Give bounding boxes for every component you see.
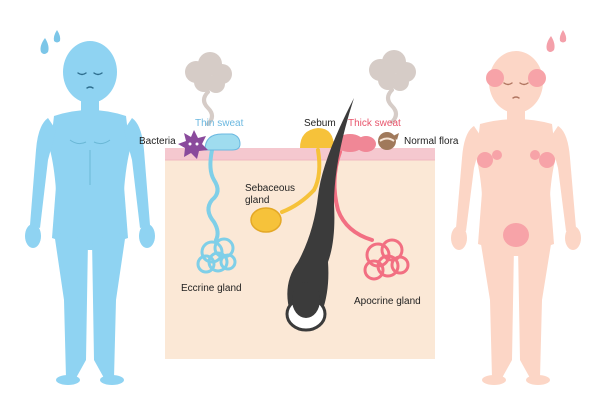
blue-face	[77, 72, 103, 89]
eccrine-gland	[196, 148, 237, 274]
thin-sweat-label: Thin sweat	[195, 118, 244, 129]
sebaceous-gland	[250, 148, 322, 233]
normal-flora-icon	[378, 132, 399, 150]
thick-sweat-label: Thick sweat	[348, 118, 401, 129]
blue-body-figure	[25, 41, 155, 385]
apocrine-gland-label: Apocrine gland	[354, 296, 421, 307]
pink-sweat-drops-icon	[546, 30, 567, 52]
sebaceous-gland-label-line2: gland	[245, 195, 270, 206]
thin-sweat-drop	[204, 133, 241, 151]
odor-cloud-icon	[185, 52, 232, 126]
pink-body-figure	[451, 51, 581, 385]
pink-face	[503, 82, 529, 99]
hair-follicle	[285, 98, 354, 332]
normal-flora-label: Normal flora	[404, 136, 459, 147]
bacteria-icon	[178, 130, 208, 159]
odor-cloud-icon	[369, 50, 416, 124]
sebum-blob	[300, 128, 334, 148]
blue-body-details	[69, 139, 111, 185]
blush-icon	[477, 69, 555, 247]
sebaceous-gland-label-line1: Sebaceous	[245, 183, 296, 194]
eccrine-gland-label: Eccrine gland	[181, 283, 242, 294]
bacteria-label: Bacteria	[139, 136, 176, 147]
sweat-drops-icon	[40, 30, 61, 54]
sebum-label: Sebum	[304, 118, 336, 129]
